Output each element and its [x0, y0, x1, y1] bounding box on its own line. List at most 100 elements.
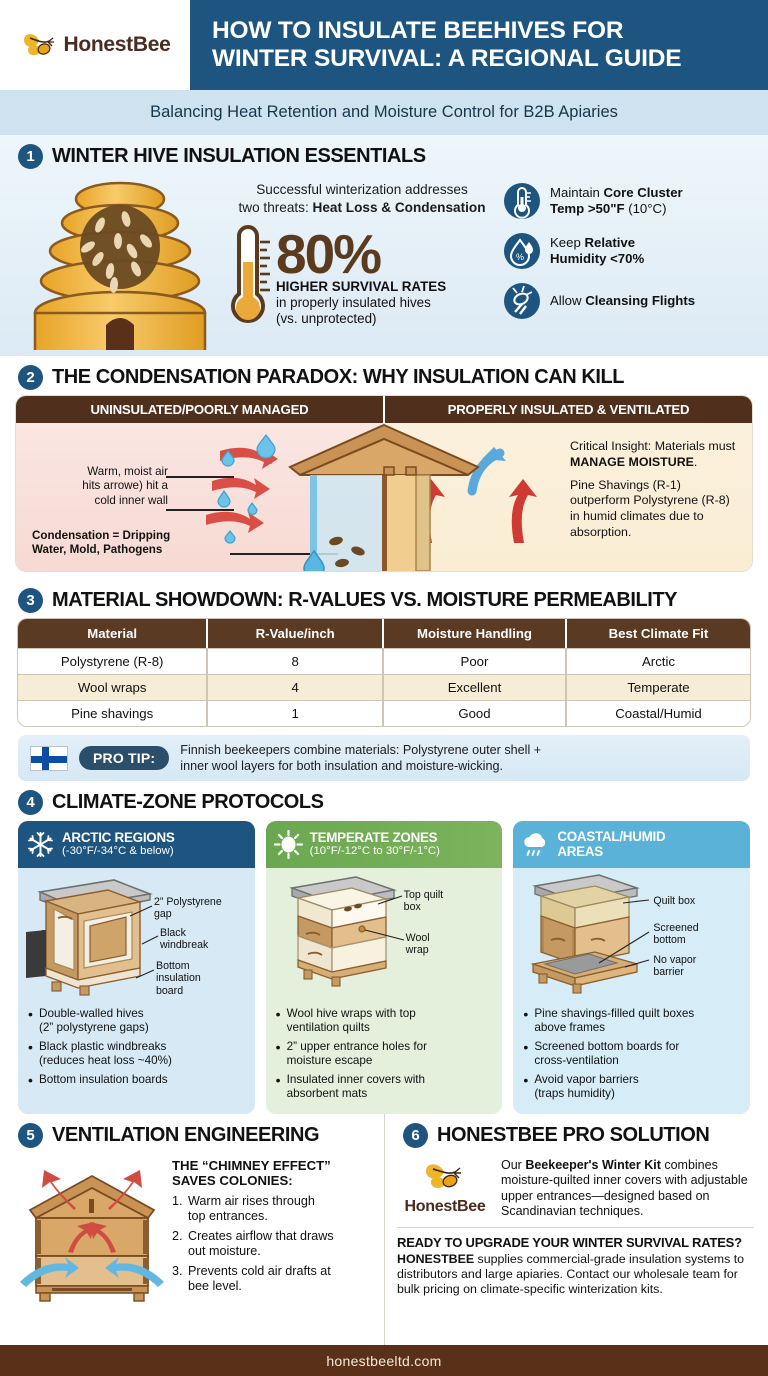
bee-flight-icon	[504, 283, 540, 319]
bullet-bold: Core Cluster	[603, 184, 683, 200]
section-4-header: 4 CLIMATE-ZONE PROTOCOLS	[0, 781, 768, 821]
climate-card-temperate[interactable]: TEMPERATE ZONES (10°F/-12°C to 30°F/-1°C…	[265, 821, 503, 1115]
cell-climate: Temperate	[566, 674, 750, 700]
brand-logo[interactable]: HonestBee	[0, 0, 190, 90]
card-subtitle: (10°F/-12°C to 30°F/-1°C)	[309, 845, 440, 858]
column-header-material: Material	[18, 619, 209, 648]
cell-moisture: Excellent	[383, 674, 567, 700]
card-subtitle: (-30°F/-34°C & below)	[62, 845, 174, 858]
cta-text: supplies commercial-grade insulation sys…	[397, 1252, 745, 1297]
bullet-line2-bold: Temp >50"F	[550, 201, 625, 216]
brand-logo[interactable]: HonestBee	[397, 1156, 493, 1219]
footer-url[interactable]: honestbeeltd.com	[326, 1352, 442, 1369]
rain-cloud-icon	[521, 830, 550, 859]
section-3-material-showdown: 3 MATERIAL SHOWDOWN: R-VALUES VS. MOISTU…	[0, 579, 768, 781]
card-title: TEMPERATE ZONES	[309, 829, 438, 845]
snowflake-icon	[26, 830, 55, 859]
climate-card-coastal[interactable]: COASTAL/HUMID AREAS	[513, 821, 751, 1115]
bullet-cleansing-flights: Allow Cleansing Flights	[504, 283, 754, 319]
list-item: Double-walled hives (2” polystyrene gaps…	[28, 1006, 247, 1035]
list-item: Insulated inner covers with absorbent ma…	[276, 1072, 495, 1101]
cell-climate: Coastal/Humid	[566, 700, 750, 726]
section-title: MATERIAL SHOWDOWN: R-VALUES VS. MOISTURE…	[52, 589, 678, 611]
section-number-badge: 4	[18, 790, 43, 815]
section-title: HONESTBEE PRO SOLUTION	[437, 1124, 710, 1147]
card-title: COASTAL/HUMID	[557, 828, 666, 844]
card-header: TEMPERATE ZONES (10°F/-12°C to 30°F/-1°C…	[265, 821, 503, 868]
column-header-moisture: Moisture Handling	[383, 619, 567, 648]
section-number-badge: 5	[18, 1123, 43, 1149]
list-item: Black plastic windbreaks (reduces heat l…	[28, 1039, 247, 1068]
title-line-1: HOW TO INSULATE BEEHIVES FOR	[212, 16, 624, 44]
thermometer-icon	[226, 222, 272, 332]
pro-tip-line-1: Finnish beekeepers combine materials: Po…	[180, 742, 542, 757]
sun-icon	[273, 829, 303, 860]
section-title: WINTER HIVE INSULATION ESSENTIALS	[52, 145, 426, 167]
page-header: HonestBee HOW TO INSULATE BEEHIVES FOR W…	[0, 0, 768, 90]
panel-left-header: UNINSULATED/POORLY MANAGED	[90, 402, 309, 417]
section-1-bullets: Maintain Core Cluster Temp >50"F (10°C) …	[498, 175, 754, 346]
bullet-line2-bold: Humidity <70%	[550, 251, 645, 266]
section-1-header: 1 WINTER HIVE INSULATION ESSENTIALS	[0, 135, 768, 175]
cell-material: Polystyrene (R-8)	[18, 648, 209, 674]
section-3-header: 3 MATERIAL SHOWDOWN: R-VALUES VS. MOISTU…	[0, 579, 768, 619]
bullet-bold: Cleansing Flights	[585, 292, 696, 308]
condensation-diagram: UNINSULATED/POORLY MANAGED PROPERLY INSU…	[16, 396, 752, 571]
subtitle-text: Balancing Heat Retention and Moisture Co…	[150, 103, 618, 121]
lead-line-2a: two threats:	[238, 199, 313, 215]
section-title: CLIMATE-ZONE PROTOCOLS	[52, 791, 324, 813]
cell-rvalue: 8	[208, 648, 384, 674]
section-2-header: 2 THE CONDENSATION PARADOX: WHY INSULATI…	[0, 356, 768, 396]
card-bullet-list: Wool hive wraps with top ventilation qui…	[266, 1003, 503, 1114]
cell-rvalue: 1	[208, 700, 384, 726]
bullet-plain: Allow	[550, 292, 586, 308]
survival-stat-sub-2: (vs. unprotected)	[276, 310, 377, 326]
section-title: VENTILATION ENGINEERING	[52, 1124, 320, 1147]
cutaway-hive-icon	[288, 423, 480, 571]
finland-flag-icon	[30, 745, 68, 771]
climate-card-arctic[interactable]: ARCTIC REGIONS (-30°F/-34°C & below)	[18, 821, 255, 1115]
svg-text:%: %	[516, 252, 524, 262]
card-bullet-list: Double-walled hives (2” polystyrene gaps…	[18, 1003, 255, 1100]
bullet-text: Keep Relative Humidity <70%	[550, 235, 644, 267]
page-title: HOW TO INSULATE BEEHIVES FOR WINTER SURV…	[190, 0, 768, 90]
bullet-text: Allow Cleansing Flights	[550, 293, 695, 309]
cta-brand: HONESTBEE	[397, 1252, 475, 1267]
list-item: Prevents cold air drafts at bee level.	[172, 1263, 331, 1294]
section-1-lead: Successful winterization addresses two t…	[226, 181, 498, 216]
heading-line-1: THE “CHIMNEY EFFECT”	[172, 1158, 331, 1174]
bee-logo-icon	[20, 28, 58, 62]
survival-stat-value: 80%	[276, 223, 382, 286]
section-number-badge: 1	[18, 144, 43, 169]
divider	[397, 1227, 754, 1229]
list-item: Avoid vapor barriers (traps humidity)	[523, 1072, 742, 1101]
page-footer: honestbeeltd.com	[0, 1345, 768, 1376]
section-6-header: 6 HONESTBEE PRO SOLUTION	[385, 1114, 768, 1154]
section-1-essentials: 1 WINTER HIVE INSULATION ESSENTIALS	[0, 135, 768, 356]
section-4-climate-protocols: 4 CLIMATE-ZONE PROTOCOLS	[0, 781, 768, 1115]
list-item: Bottom insulation boards	[28, 1072, 247, 1089]
cell-material: Pine shavings	[18, 700, 209, 726]
survival-stat-sub-1: in properly insulated hives	[276, 295, 431, 311]
thermometer-icon	[504, 183, 540, 219]
brand-name: HonestBee	[404, 1198, 486, 1216]
lead-line-1: Successful winterization addresses	[256, 182, 468, 197]
panel-insulated: Critical Insight: Materials must MANAGE …	[384, 423, 752, 571]
panel-divider	[383, 396, 385, 423]
list-item: Wool hive wraps with top ventilation qui…	[276, 1006, 495, 1035]
bullet-line2-plain: (10°C)	[624, 201, 667, 216]
table-row: Wool wraps 4 Excellent Temperate	[18, 674, 750, 700]
cell-material: Wool wraps	[18, 674, 209, 700]
card-header: COASTAL/HUMID AREAS	[513, 821, 751, 868]
section-title: THE CONDENSATION PARADOX: WHY INSULATION…	[52, 366, 625, 388]
cell-climate: Arctic	[566, 648, 750, 674]
section-6-pro-solution: 6 HONESTBEE PRO SOLUTION	[384, 1114, 768, 1345]
bullet-relative-humidity: % Keep Relative Humidity <70%	[504, 233, 754, 269]
